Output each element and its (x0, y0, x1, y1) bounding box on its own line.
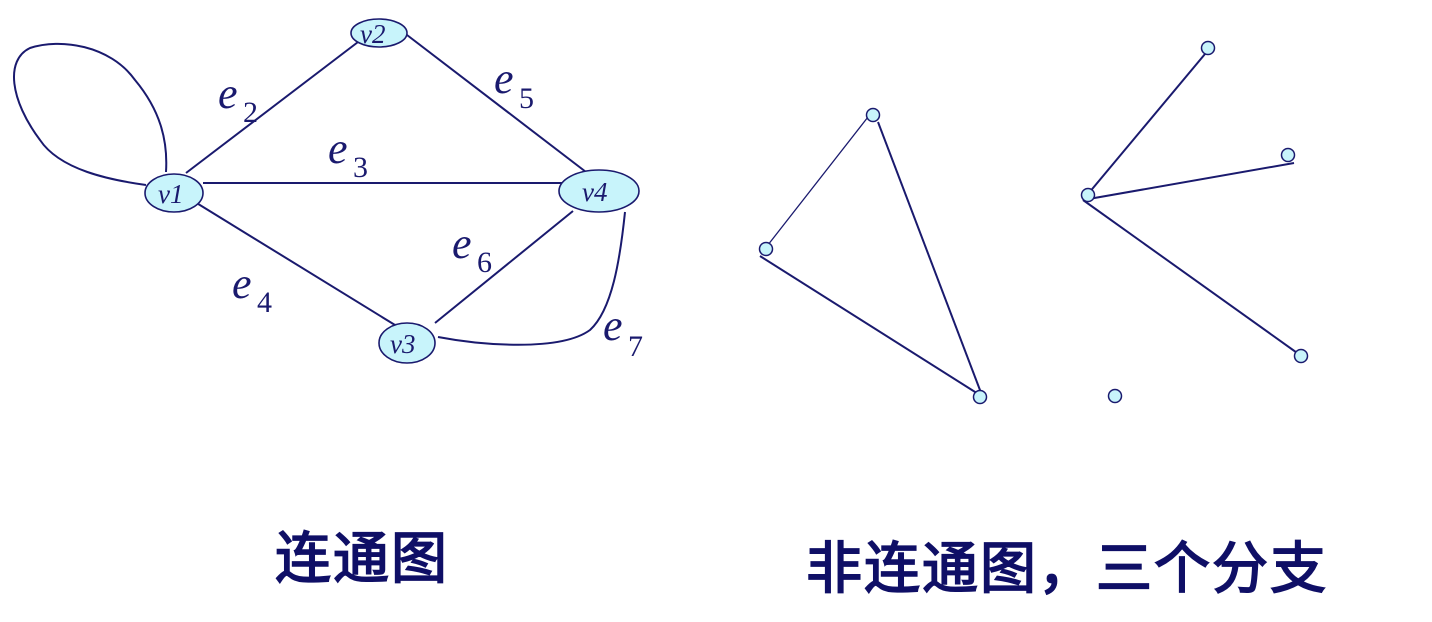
edge-e4 (194, 201, 396, 326)
node-v4: v4 (558, 169, 640, 213)
edge-label-e6: e 6 (452, 219, 492, 279)
svg-text:3: 3 (353, 151, 368, 184)
svg-text:e: e (494, 54, 514, 103)
svg-text:5: 5 (519, 82, 534, 115)
edge-e2 (185, 41, 359, 174)
node-v1-label: v1 (158, 179, 183, 209)
component-isolated-vertex (1107, 388, 1123, 404)
node-v3-label: v3 (390, 329, 415, 359)
vertex (865, 107, 881, 123)
svg-text:e: e (603, 301, 623, 350)
node-v2-label: v2 (360, 19, 385, 49)
connected-graph: v1 v2 v3 v4 e 2 e 3 e 4 e 5 (13, 18, 643, 364)
edge-label-e7: e 7 (603, 301, 643, 363)
disconnected-graph-caption: 非连通图，三个分支 (806, 537, 1328, 602)
vertex (1293, 348, 1309, 364)
svg-text:4: 4 (257, 286, 272, 319)
svg-text:2: 2 (243, 96, 258, 129)
vertex (1280, 147, 1296, 163)
edge-label-e2: e 2 (218, 69, 258, 129)
svg-text:e: e (328, 124, 348, 173)
svg-text:e: e (232, 259, 252, 308)
svg-text:6: 6 (477, 246, 492, 279)
component-star (1080, 40, 1309, 364)
edge-e1-loop (13, 42, 168, 186)
edge-label-e5: e 5 (494, 54, 534, 115)
vertex (972, 389, 988, 405)
component-triangle (758, 107, 988, 405)
svg-text:7: 7 (628, 330, 643, 363)
node-v3: v3 (378, 322, 436, 364)
vertex (1080, 187, 1096, 203)
node-v1: v1 (144, 173, 204, 213)
vertex (1107, 388, 1123, 404)
disconnected-graph (758, 40, 1309, 405)
svg-text:e: e (452, 219, 472, 268)
edge-label-e4: e 4 (232, 259, 272, 319)
node-v4-label: v4 (582, 177, 607, 207)
vertex (1200, 40, 1216, 56)
connected-graph-caption: 连通图 (275, 527, 449, 592)
svg-text:e: e (218, 69, 238, 118)
edge-label-e3: e 3 (328, 124, 368, 184)
edge-e5 (406, 34, 587, 173)
vertex (758, 241, 774, 257)
node-v2: v2 (350, 18, 408, 49)
edge-e7 (437, 211, 626, 346)
edge-e6 (434, 210, 574, 324)
